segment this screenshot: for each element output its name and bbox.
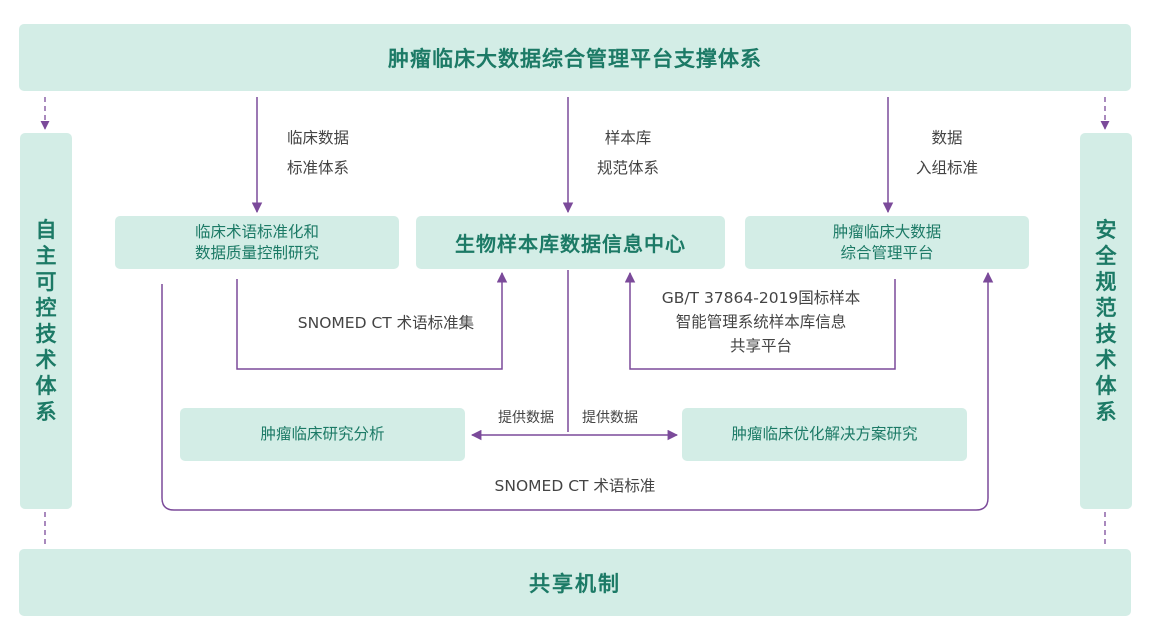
label-snomed-set: SNOMED CT 术语标准集 — [276, 308, 496, 338]
bottom-title-bar: 共享机制 — [19, 549, 1131, 616]
label-gbt-3: 共享平台 — [729, 337, 792, 355]
right-pillar: 安全规范技术体系 — [1080, 133, 1132, 509]
label-snomed-standard-text: SNOMED CT 术语标准 — [494, 477, 656, 495]
center-box: 生物样本库数据信息中心 — [416, 216, 725, 269]
label-clinical-standard: 临床数据 标准体系 — [268, 123, 368, 183]
research-analysis-text: 肿瘤临床研究分析 — [260, 425, 385, 443]
arrow-gbt — [624, 271, 896, 370]
top-title: 肿瘤临床大数据综合管理平台支撑体系 — [388, 46, 762, 71]
terminology-line-2: 数据质量控制研究 — [194, 243, 319, 262]
label-data-entry-1: 数据 — [931, 129, 963, 147]
label-provide-left: 提供数据 — [490, 408, 562, 428]
label-sample-standard-1: 样本库 — [604, 129, 652, 147]
label-data-entry-2: 入组标准 — [915, 159, 978, 177]
left-pillar-text: 自主可控技术体系 — [35, 218, 57, 424]
left-pillar: 自主可控技术体系 — [20, 133, 72, 509]
bottom-title: 共享机制 — [529, 571, 621, 596]
label-sample-standard-2: 规范体系 — [596, 159, 659, 177]
label-provide-right: 提供数据 — [574, 408, 646, 428]
top-title-bar: 肿瘤临床大数据综合管理平台支撑体系 — [19, 24, 1131, 91]
research-analysis-box: 肿瘤临床研究分析 — [180, 408, 465, 461]
terminology-box: 临床术语标准化和 数据质量控制研究 — [115, 216, 399, 269]
arrow-snomed-standard — [161, 271, 994, 511]
label-sample-standard: 样本库 规范体系 — [578, 123, 678, 183]
platform-line-2: 综合管理平台 — [840, 243, 934, 262]
label-clinical-standard-2: 标准体系 — [286, 159, 349, 177]
label-snomed-set-text: SNOMED CT 术语标准集 — [297, 314, 475, 332]
label-data-entry: 数据 入组标准 — [897, 123, 997, 183]
label-clinical-standard-1: 临床数据 — [286, 129, 349, 147]
label-gbt: GB/T 37864-2019国标样本 智能管理系统样本库信息 共享平台 — [646, 286, 876, 358]
label-provide-right-text: 提供数据 — [582, 410, 638, 426]
label-snomed-standard: SNOMED CT 术语标准 — [470, 471, 680, 501]
label-gbt-1: GB/T 37864-2019国标样本 — [661, 289, 861, 307]
arrow-snomed-set — [236, 271, 508, 370]
optimization-box: 肿瘤临床优化解决方案研究 — [682, 408, 967, 461]
right-pillar-text: 安全规范技术体系 — [1095, 218, 1117, 424]
label-gbt-2: 智能管理系统样本库信息 — [675, 313, 847, 331]
terminology-line-1: 临床术语标准化和 — [194, 222, 319, 241]
platform-line-1: 肿瘤临床大数据 — [832, 222, 942, 241]
center-title: 生物样本库数据信息中心 — [455, 232, 686, 256]
optimization-text: 肿瘤临床优化解决方案研究 — [731, 425, 918, 443]
label-provide-left-text: 提供数据 — [498, 410, 554, 426]
platform-box: 肿瘤临床大数据 综合管理平台 — [745, 216, 1029, 269]
